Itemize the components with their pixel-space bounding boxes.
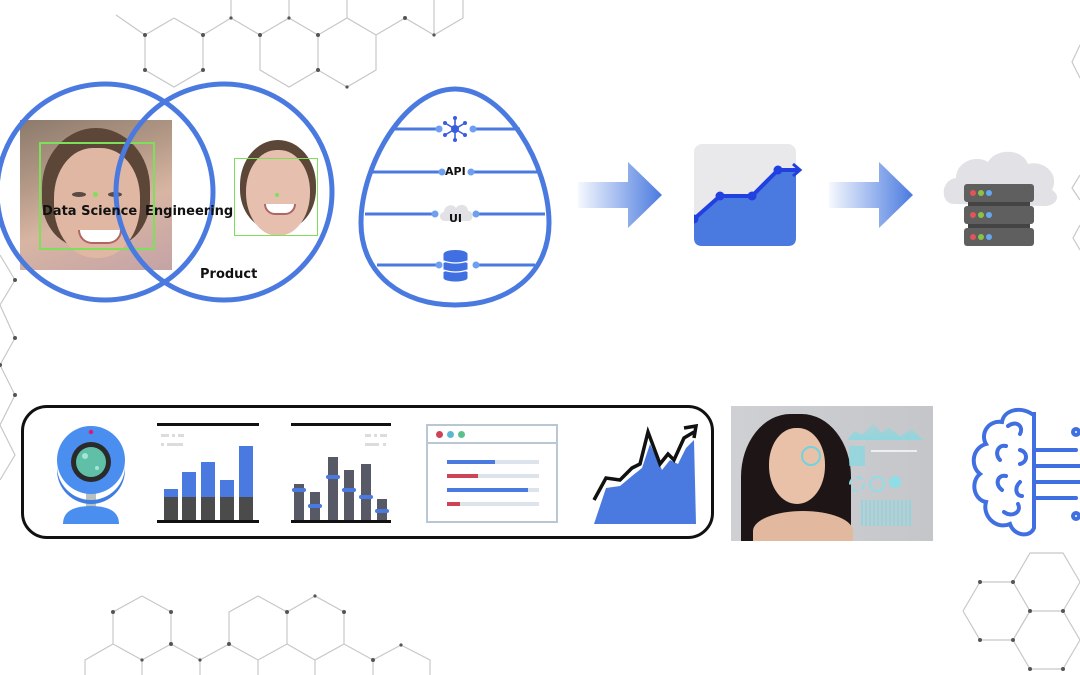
growth-chart-graphic xyxy=(694,144,803,246)
network-hub-icon xyxy=(443,116,467,142)
progress-bar-2 xyxy=(447,474,539,478)
egg-label-api: API xyxy=(445,165,466,178)
crop-center-dot xyxy=(275,193,279,197)
venn-label-data-science: Data Science xyxy=(42,204,138,219)
server-racks xyxy=(964,184,1034,246)
stacked-bar-chart xyxy=(157,423,259,523)
window-dot-teal xyxy=(447,431,454,438)
hud-dial-1 xyxy=(849,476,865,492)
hud-text-lines xyxy=(871,450,917,452)
cloud-server-icon xyxy=(943,151,1058,246)
eye-scan-ring xyxy=(801,446,821,466)
hud-wave xyxy=(847,423,923,440)
bar-chart-with-markers xyxy=(291,423,391,523)
egg-outline xyxy=(358,86,552,308)
face-detection-photo xyxy=(20,120,172,270)
face-detection-box xyxy=(39,142,155,250)
brain-network-icon xyxy=(971,407,1080,537)
window-dot-red xyxy=(436,431,443,438)
database-icon xyxy=(443,250,468,282)
webcam-icon xyxy=(57,426,125,524)
growth-chart-icon xyxy=(694,144,803,246)
progress-bar-3 xyxy=(447,488,539,492)
biometric-face-scan-photo xyxy=(731,406,933,541)
venn-circles xyxy=(0,81,335,303)
venn-label-engineering: Engineering xyxy=(145,204,234,219)
trend-area-chart xyxy=(592,423,699,524)
window-dot-green xyxy=(458,431,465,438)
hud-fingerprint xyxy=(849,446,865,466)
egg-label-ui: UI xyxy=(449,212,463,225)
browser-titlebar xyxy=(428,426,556,444)
venn-label-product: Product xyxy=(200,267,258,282)
browser-progress-window xyxy=(426,424,558,523)
shoulders-shape xyxy=(753,511,853,541)
progress-bar-4 xyxy=(447,502,539,506)
hud-dial-2 xyxy=(869,476,885,492)
face-crop xyxy=(234,138,318,238)
tech-stack-egg: API UI xyxy=(355,85,555,310)
detection-center-dot xyxy=(93,192,98,197)
gradient-arrow-2 xyxy=(829,162,913,228)
hud-bars xyxy=(861,500,911,526)
progress-bar-1 xyxy=(447,460,539,464)
cloud-icon xyxy=(439,204,473,221)
gradient-arrow-1 xyxy=(578,162,662,228)
hud-dial-3 xyxy=(889,476,901,488)
eye-left xyxy=(72,192,86,197)
crop-detection-box xyxy=(234,158,318,236)
venn-diagram: Data Science Engineering Product xyxy=(0,80,340,310)
face-shape xyxy=(769,428,825,504)
